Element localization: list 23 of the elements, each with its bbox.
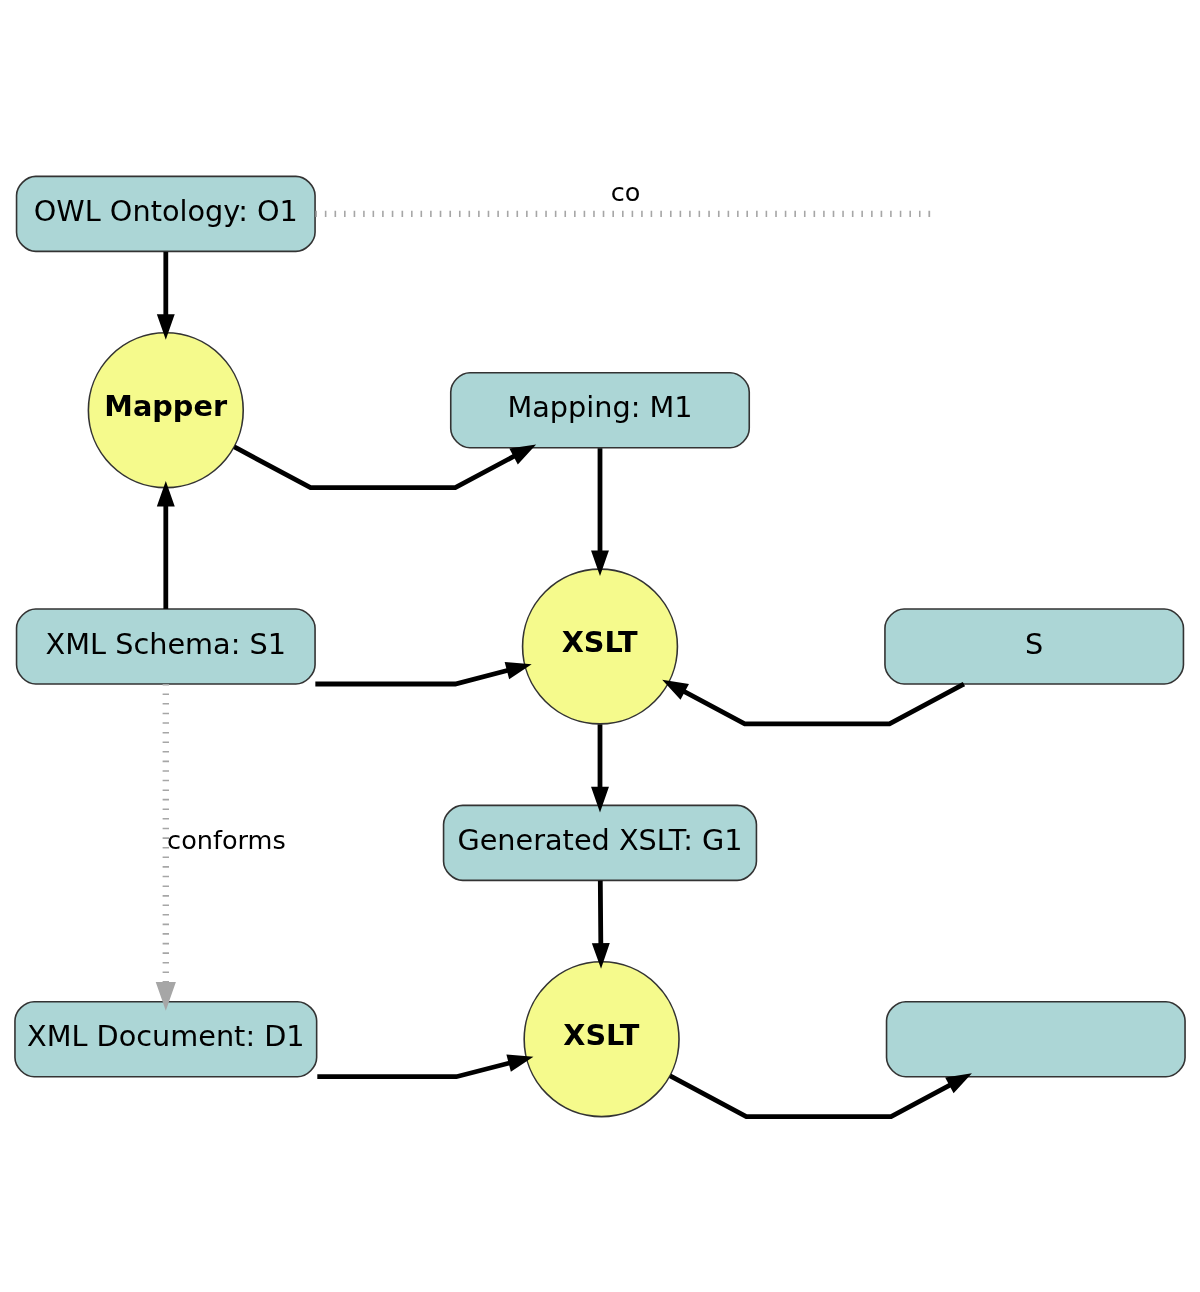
node-box: XML Schema: S1 <box>15 607 316 685</box>
node-box: OWL Ontology: O1 <box>15 175 316 252</box>
arrow <box>155 683 176 1011</box>
arrow <box>233 443 537 490</box>
arrow <box>591 880 610 969</box>
arrow <box>669 1072 972 1119</box>
arrow <box>315 661 532 686</box>
edge-label: co <box>610 176 641 207</box>
arrow <box>591 723 609 812</box>
node-circle: Mapper <box>87 331 244 488</box>
node-box: XML Document: D1 <box>14 1000 318 1077</box>
node-circle: XSLT <box>521 567 679 725</box>
arrow <box>156 480 175 609</box>
node-box: Mapping: M1 <box>449 371 751 449</box>
arrow <box>662 679 966 726</box>
edge-label: conforms <box>167 824 286 855</box>
node-box <box>885 1000 1186 1077</box>
arrow <box>317 1054 534 1079</box>
arrow <box>591 447 609 576</box>
node-box: Generated XSLT: G1 <box>442 804 758 881</box>
arrow <box>156 251 175 340</box>
node-circle: XSLT <box>523 960 680 1117</box>
node-box: S <box>884 607 1185 685</box>
